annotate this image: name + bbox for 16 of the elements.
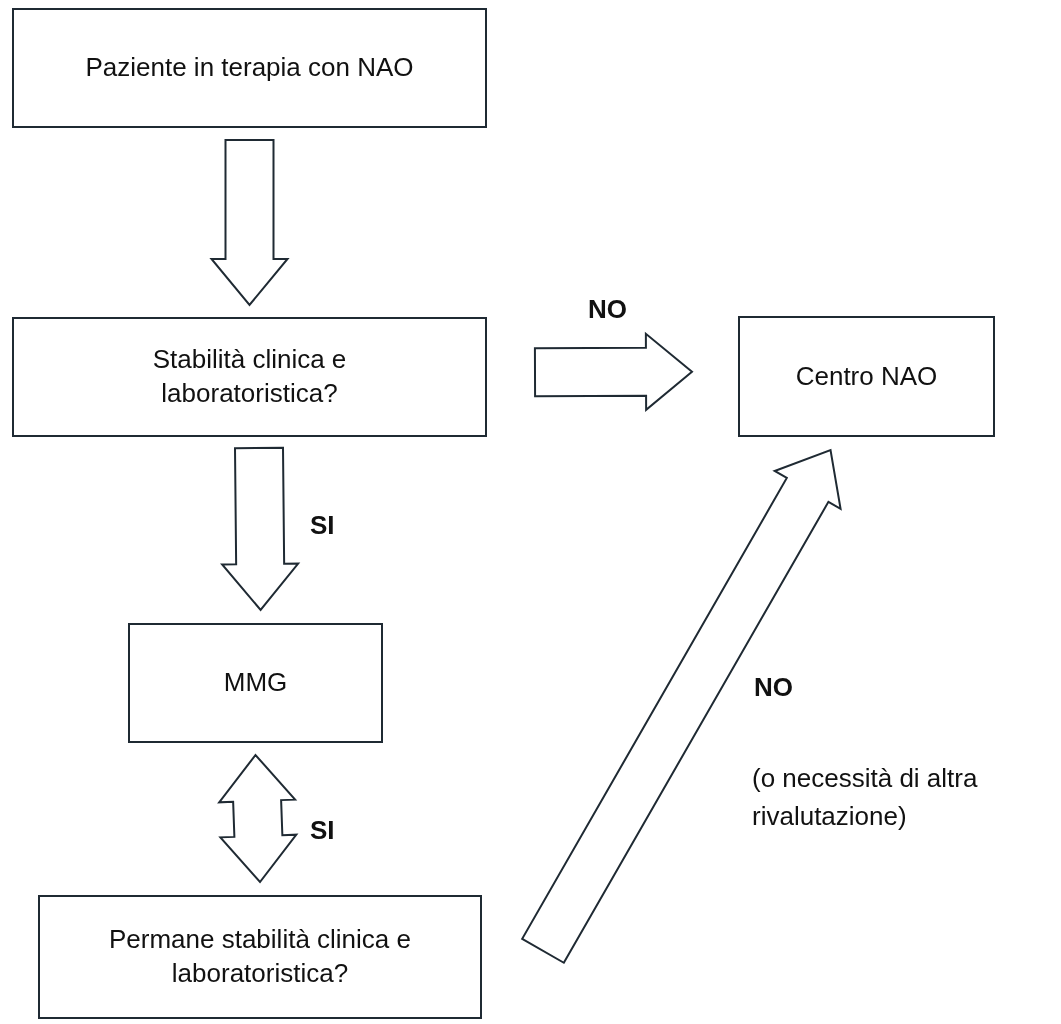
box-text: Paziente in terapia con NAO bbox=[85, 51, 414, 85]
box-text: Centro NAO bbox=[795, 359, 938, 393]
box-text: Stabilità clinica e laboratoristica? bbox=[151, 343, 348, 410]
process-box bbox=[12, 317, 487, 437]
box-text: Permane stabilità clinica e laboratoristica? bbox=[107, 923, 412, 990]
block-arrow bbox=[533, 331, 694, 412]
block-arrow bbox=[220, 446, 301, 612]
process-box bbox=[38, 895, 482, 1019]
process-box bbox=[738, 316, 995, 437]
box-text: MMG bbox=[223, 666, 288, 700]
process-box bbox=[128, 623, 383, 743]
block-arrow bbox=[520, 448, 842, 965]
note-text: (o necessità di altra rivalutazione) bbox=[752, 762, 979, 833]
block-arrow bbox=[217, 753, 299, 884]
process-box bbox=[12, 8, 487, 128]
block-arrow bbox=[209, 139, 290, 307]
